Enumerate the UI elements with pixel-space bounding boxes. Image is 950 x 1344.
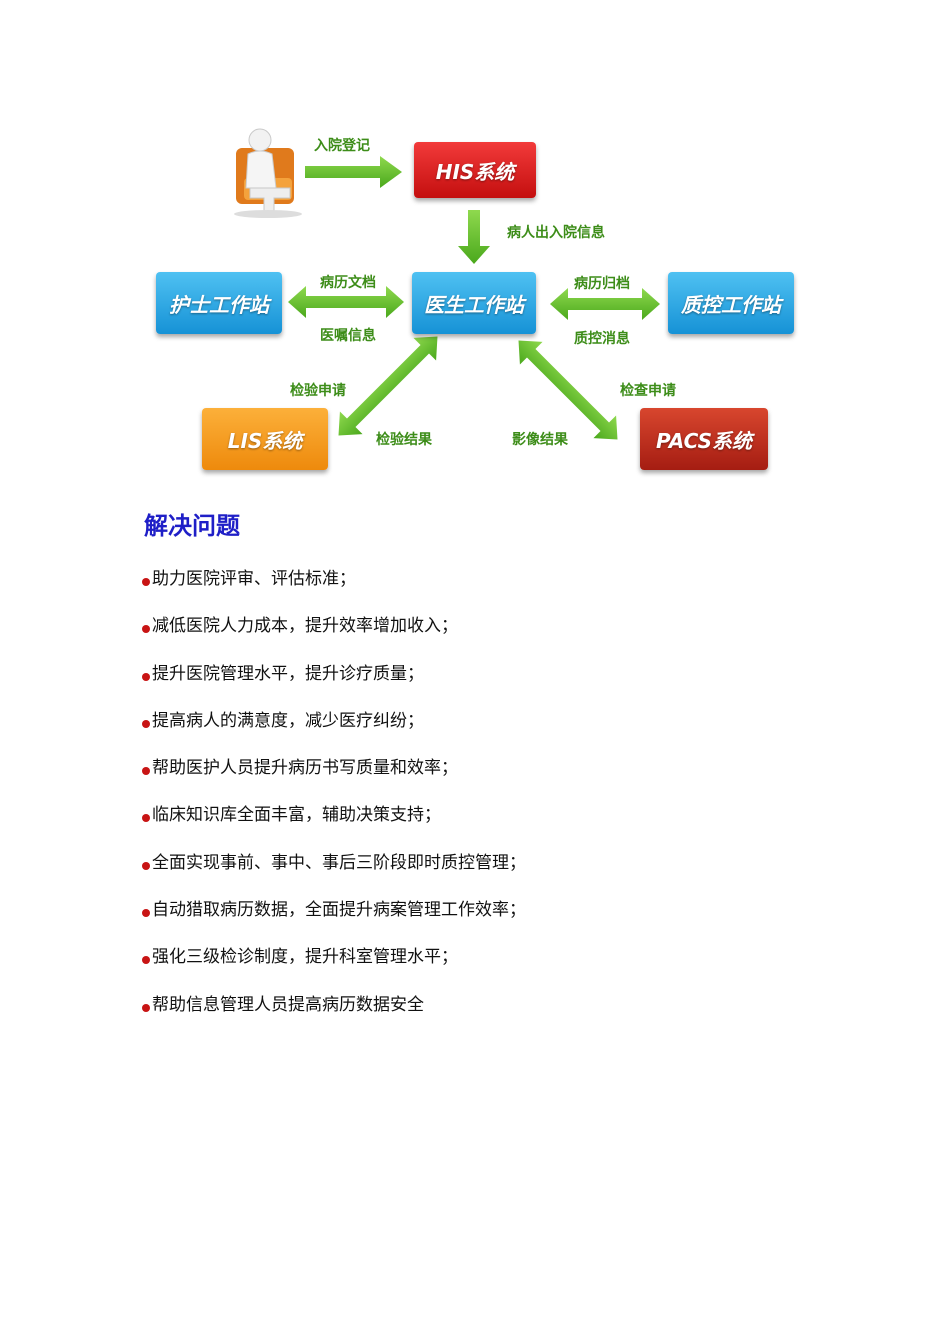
bullet-icon: [142, 578, 150, 586]
label-qc-message: 质控消息: [574, 328, 630, 348]
list-item: 提升医院管理水平，提升诊疗质量；: [142, 661, 526, 708]
list-item-text: 全面实现事前、事中、事后三阶段即时质控管理；: [152, 850, 526, 876]
list-item-text: 提升医院管理水平，提升诊疗质量；: [152, 661, 424, 687]
label-image-result: 影像结果: [512, 429, 568, 449]
bullet-icon: [142, 673, 150, 681]
list-item-text: 强化三级检诊制度，提升科室管理水平；: [152, 944, 458, 970]
qc-station-box: 质控工作站: [668, 272, 794, 334]
label-lab-request: 检验申请: [290, 380, 346, 400]
label-admission: 入院登记: [314, 135, 370, 155]
label-order-info: 医嘱信息: [320, 325, 376, 345]
bullet-icon: [142, 814, 150, 822]
list-item: 帮助医护人员提升病历书写质量和效率；: [142, 755, 526, 802]
patient-icon: [234, 129, 302, 218]
list-item-text: 提高病人的满意度，减少医疗纠纷；: [152, 708, 424, 734]
label-exam-request: 检查申请: [620, 380, 676, 400]
list-item-text: 助力医院评审、评估标准；: [152, 566, 356, 592]
list-item-text: 自动猎取病历数据，全面提升病案管理工作效率；: [152, 897, 526, 923]
label-record-archive: 病历归档: [574, 273, 630, 293]
lis-system-box: LIS系统: [202, 408, 328, 470]
bullet-icon: [142, 625, 150, 633]
admission-arrow: [305, 156, 402, 188]
nurse-station-box: 护士工作站: [156, 272, 282, 334]
list-item: 提高病人的满意度，减少医疗纠纷；: [142, 708, 526, 755]
doctor-station-box: 医生工作站: [412, 272, 536, 334]
section-title: 解决问题: [144, 506, 240, 541]
bullet-icon: [142, 909, 150, 917]
label-lab-result: 检验结果: [376, 429, 432, 449]
bullet-icon: [142, 720, 150, 728]
list-item: 强化三级检诊制度，提升科室管理水平；: [142, 944, 526, 991]
list-item: 全面实现事前、事中、事后三阶段即时质控管理；: [142, 850, 526, 897]
patient-inout-arrow: [458, 210, 490, 264]
list-item: 助力医院评审、评估标准；: [142, 566, 526, 613]
workflow-diagram: HIS系统 医生工作站 护士工作站 质控工作站 LIS系统 PACS系统 入院登…: [140, 118, 810, 493]
his-system-box: HIS系统: [414, 142, 536, 198]
list-item: 减低医院人力成本，提升效率增加收入；: [142, 613, 526, 660]
list-item-text: 帮助信息管理人员提高病历数据安全: [152, 992, 424, 1018]
bullet-icon: [142, 862, 150, 870]
pacs-system-box: PACS系统: [640, 408, 768, 470]
list-item-text: 临床知识库全面丰富，辅助决策支持；: [152, 802, 441, 828]
label-record-doc: 病历文档: [320, 272, 376, 292]
list-item-text: 帮助医护人员提升病历书写质量和效率；: [152, 755, 458, 781]
benefit-list: 助力医院评审、评估标准； 减低医院人力成本，提升效率增加收入； 提升医院管理水平…: [142, 566, 526, 1039]
bullet-icon: [142, 767, 150, 775]
list-item-text: 减低医院人力成本，提升效率增加收入；: [152, 613, 458, 639]
list-item: 临床知识库全面丰富，辅助决策支持；: [142, 802, 526, 849]
bullet-icon: [142, 956, 150, 964]
label-patient-inout: 病人出入院信息: [507, 222, 605, 242]
list-item: 帮助信息管理人员提高病历数据安全: [142, 992, 526, 1039]
bullet-icon: [142, 1004, 150, 1012]
list-item: 自动猎取病历数据，全面提升病案管理工作效率；: [142, 897, 526, 944]
